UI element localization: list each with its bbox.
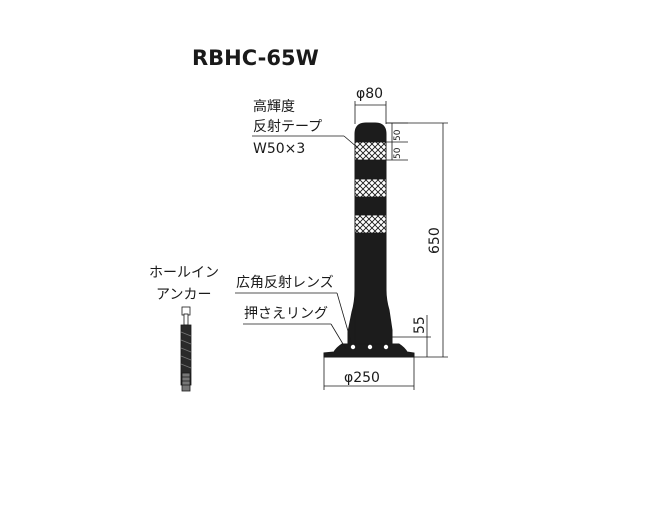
lens-bolt-2	[366, 343, 373, 350]
base-diameter-value: φ250	[344, 370, 380, 386]
anchor-line1: ホールイン	[149, 265, 219, 281]
bollard-post	[323, 122, 415, 358]
post-body	[354, 122, 393, 345]
product-title: RBHC-65W	[192, 46, 319, 70]
dim-base-diameter: φ250	[323, 357, 415, 390]
reflective-band-3	[354, 214, 387, 234]
lens-bolt-1	[349, 343, 356, 350]
reflective-band-2	[354, 178, 387, 198]
retaining-ring-text: 押さえリング	[244, 306, 328, 322]
reflective-band-1	[354, 141, 387, 161]
base-height-value: 55	[412, 316, 428, 334]
label-anchor: ホールイン アンカー	[149, 265, 219, 303]
lens-bolt-3	[382, 343, 389, 350]
band-height-value: 50	[393, 147, 403, 159]
label-wide-angle-lens: 広角反射レンズ	[235, 275, 353, 346]
band-top-value: 50	[393, 129, 403, 141]
dim-top-diameter: φ80	[354, 86, 387, 124]
total-height-value: 650	[427, 227, 443, 254]
anchor-drawing	[180, 306, 192, 392]
dim-base-height: 55	[392, 315, 431, 357]
label-retaining-ring: 押さえリング	[243, 306, 347, 350]
post-flare-left	[347, 289, 356, 345]
reflective-tape-line3: W50×3	[253, 141, 305, 157]
anchor-line2: アンカー	[156, 287, 211, 303]
label-reflective-tape: 高輝度 反射テープ W50×3	[252, 98, 359, 157]
wide-angle-lens-text: 広角反射レンズ	[236, 275, 334, 291]
top-diameter-value: φ80	[356, 86, 383, 102]
dim-total-height: 650	[386, 122, 448, 358]
reflective-tape-line2: 反射テープ	[253, 119, 322, 135]
dim-band-offsets: 50 50	[386, 122, 408, 161]
reflective-tape-line1: 高輝度	[253, 98, 295, 115]
